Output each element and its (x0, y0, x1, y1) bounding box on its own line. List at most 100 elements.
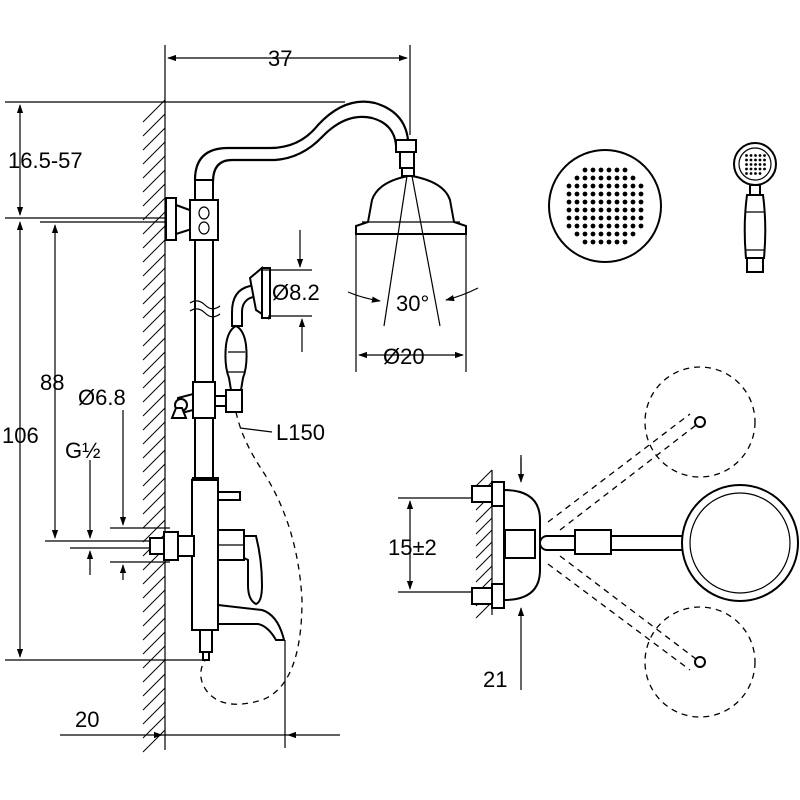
hatch-line (142, 463, 166, 487)
hatch-line (142, 337, 166, 361)
spray-hole (582, 183, 588, 189)
spray-hole (574, 231, 580, 237)
spray-hole (598, 239, 604, 245)
spray-hole (582, 167, 588, 173)
label-thread: G½ (65, 438, 100, 463)
spray-hole (758, 158, 762, 162)
spray-hole (622, 207, 628, 213)
spray-hole (622, 175, 628, 181)
spray-hole (745, 163, 748, 166)
label-height-total: 106 (2, 423, 39, 448)
spray-hole (566, 215, 572, 221)
hatch-line (142, 197, 166, 221)
spray-hole (590, 231, 596, 237)
spray-hole (758, 172, 762, 175)
spray-hole (582, 207, 588, 213)
hatch-line (142, 435, 166, 459)
spray-hole (590, 215, 596, 221)
spray-hole (630, 223, 636, 229)
label-hose-length: L150 (276, 420, 325, 445)
spray-hole (606, 239, 612, 245)
spray-hole (566, 183, 572, 189)
spray-hole (622, 183, 628, 189)
label-spray-angle: 30° (396, 291, 429, 316)
spray-hole (590, 167, 596, 173)
spray-hole (630, 199, 636, 205)
spray-hole (749, 154, 753, 157)
spray-hole (614, 175, 620, 181)
hatch-line (142, 603, 166, 627)
spray-hole (590, 183, 596, 189)
spray-hole (749, 167, 753, 171)
hatch-line (475, 505, 493, 523)
spray-hole (763, 167, 766, 171)
label-height-adjust: 16.5-57 (8, 148, 83, 173)
spray-hole (758, 154, 762, 157)
label-head-diameter: Ø20 (383, 344, 425, 369)
hatch-line (475, 541, 493, 559)
spray-hole (638, 191, 644, 197)
spray-hole (590, 199, 596, 205)
spray-hole (614, 167, 620, 173)
hatch-line (475, 553, 493, 571)
spray-hole (614, 207, 620, 213)
spray-hole (574, 223, 580, 229)
label-width-top: 37 (268, 46, 292, 71)
spray-hole (754, 154, 757, 157)
spray-hole (622, 215, 628, 221)
spray-hole (630, 175, 636, 181)
spray-hole (606, 191, 612, 197)
label-inlet-spacing: 15±2 (388, 535, 437, 560)
hatch-line (142, 393, 166, 417)
spray-hole (749, 158, 753, 162)
dimension-wall-offset: 20 (60, 640, 340, 748)
spray-hole (754, 163, 757, 166)
hatch-line (142, 449, 166, 473)
hatch-line (142, 687, 166, 711)
mixer-top-view (398, 366, 799, 718)
spray-hole (566, 223, 572, 229)
shower-head-front-view (548, 149, 662, 263)
spray-hole (614, 191, 620, 197)
hatch-line (142, 575, 166, 599)
hatch-line (142, 169, 166, 193)
spray-hole (622, 199, 628, 205)
hatch-line (142, 239, 166, 263)
spray-hole (566, 191, 572, 197)
hatch-line (142, 673, 166, 697)
spray-hole (758, 167, 762, 171)
spray-hole (582, 191, 588, 197)
hatch-line (142, 127, 166, 151)
hatch-line (142, 589, 166, 613)
spray-hole (614, 199, 620, 205)
spray-hole (606, 175, 612, 181)
spray-hole (630, 207, 636, 213)
hatch-line (142, 631, 166, 655)
spray-hole (630, 215, 636, 221)
spray-hole (582, 239, 588, 245)
hatch-line (142, 323, 166, 347)
hatch-line (142, 701, 166, 725)
spray-hole (590, 223, 596, 229)
hatch-line (142, 421, 166, 445)
spray-hole (622, 231, 628, 237)
spray-hole (574, 207, 580, 213)
spray-hole (614, 231, 620, 237)
spray-hole (606, 183, 612, 189)
spray-hole (638, 215, 644, 221)
hatch-line (475, 529, 493, 547)
spray-hole (638, 207, 644, 213)
spray-hole (614, 183, 620, 189)
hatch-line (142, 491, 166, 515)
spray-hole (574, 199, 580, 205)
hatch-line (142, 211, 166, 235)
dimension-width-top: 37 (167, 45, 411, 135)
hatch-line (475, 517, 493, 535)
spray-hole (745, 167, 748, 171)
spray-hole (566, 207, 572, 213)
spray-hole (598, 223, 604, 229)
hatch-line (142, 561, 166, 585)
spray-hole (745, 158, 748, 162)
hatch-line (142, 505, 166, 529)
hatch-line (142, 519, 166, 543)
